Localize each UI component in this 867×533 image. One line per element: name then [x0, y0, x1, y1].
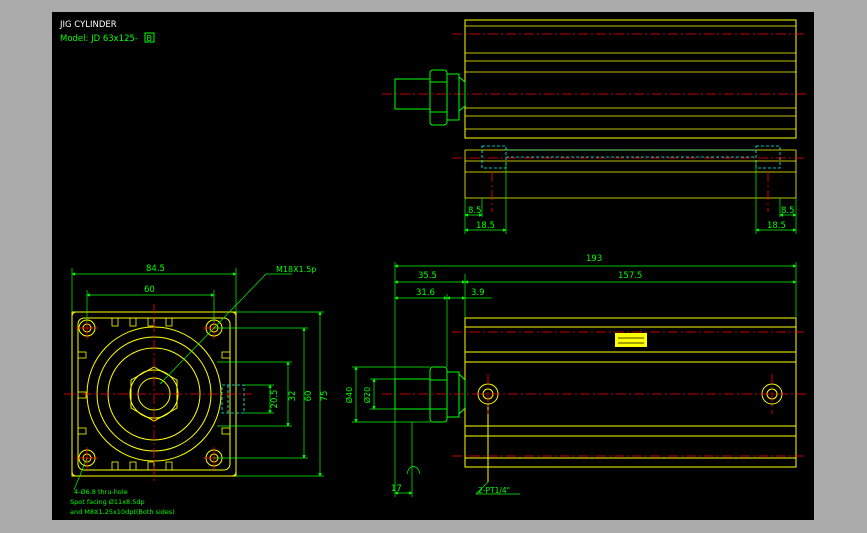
side-dim-a: 31.6: [416, 288, 435, 298]
front-note-1: 4-Ø6.8 thru-hole: [74, 488, 128, 496]
drawing-title: JIG CYLINDER: [59, 20, 117, 30]
top-dim-4: 18.5: [767, 221, 786, 231]
nameplate: [615, 333, 647, 347]
top-dims: [464, 162, 797, 234]
front-dim-h2: 32: [288, 391, 298, 402]
top-rod-nut: [394, 69, 466, 126]
front-slot-marks: [77, 317, 231, 471]
top-center-lines: [382, 33, 806, 212]
front-view: 84.5 60 20.5 32 60 75 M18X1.5p 4-Ø6.8 th…: [64, 264, 330, 516]
front-dim-h1: 20.5: [270, 390, 280, 409]
model-label: Model: JD 63x125-: [60, 34, 138, 44]
front-dim-width-a: 84.5: [146, 264, 165, 274]
top-dim-3: 8.5: [781, 206, 795, 216]
side-dim-total: 193: [586, 254, 602, 264]
top-body-lines: [464, 25, 797, 199]
front-dim-h4: 75: [320, 391, 330, 402]
top-dim-2: 18.5: [476, 221, 495, 231]
front-port-hidden: [221, 384, 245, 414]
top-dim-1: 8.5: [468, 206, 482, 216]
front-dims: [71, 268, 324, 491]
front-center-lines: [64, 304, 252, 484]
model-suffix-box: [144, 32, 155, 43]
nameplate-lines: [618, 337, 644, 344]
top-hidden-lines: [481, 145, 781, 169]
cad-drawing: JIG CYLINDER Model: JD 63x125- B: [59, 19, 806, 516]
top-view: 8.5 18.5 8.5 18.5: [382, 19, 806, 234]
side-dim-dia-b: Ø20: [362, 387, 372, 403]
side-dim-body: 157.5: [618, 271, 642, 281]
side-port-note: 2-PT1/4": [478, 486, 510, 495]
front-note-3: and M8X1.25x10dpt(Both sides): [70, 508, 175, 516]
front-dim-width-b: 60: [144, 285, 155, 295]
front-thread-note: M18X1.5p: [276, 265, 316, 274]
side-dims: [352, 262, 797, 497]
top-body-outline: [464, 19, 797, 139]
side-dim-bot: 17: [391, 484, 402, 494]
side-rod-nut: [394, 366, 466, 423]
side-view: 193 35.5 157.5 31.6 3.9 Ø40 Ø20 17 2-PT1…: [344, 254, 806, 497]
front-note-2: Spot facing Ø11x8.5dp: [70, 498, 145, 506]
model-suffix: B: [147, 34, 153, 43]
side-dim-b: 3.9: [471, 288, 485, 298]
front-dim-h3: 60: [304, 391, 314, 402]
side-dim-rod-ext: 35.5: [418, 271, 437, 281]
drawing-canvas[interactable]: JIG CYLINDER Model: JD 63x125- B: [52, 12, 814, 520]
side-center-lines: [382, 331, 806, 457]
side-dim-dia-a: Ø40: [344, 387, 354, 403]
